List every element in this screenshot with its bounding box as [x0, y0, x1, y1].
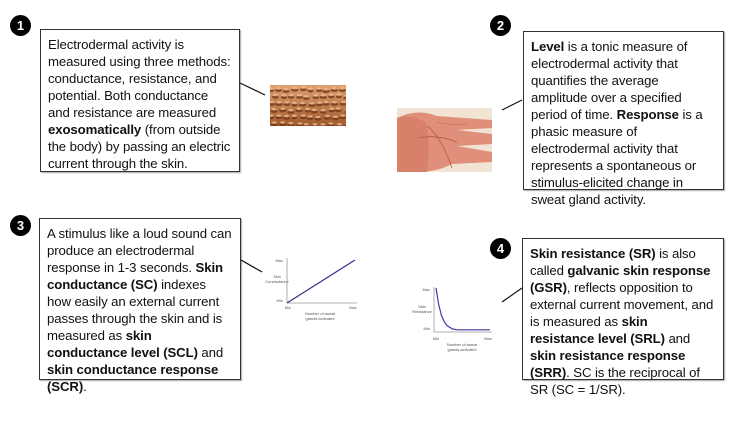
- y-axis-label-line1: Skin: [418, 304, 426, 309]
- bold-term: exosomatically: [48, 122, 142, 137]
- connector-line-1: [239, 82, 266, 96]
- hand-palm-image: [397, 108, 492, 172]
- x-tick-max: Max: [349, 305, 357, 310]
- y-tick-max: Max: [422, 287, 430, 292]
- connector-line-4: [501, 287, 523, 303]
- skin-conductance-chart: Max Min Skin Conductance Min Max Number …: [265, 258, 357, 321]
- y-tick-max: Max: [275, 258, 283, 263]
- body-text: is a tonic measure of electrodermal acti…: [531, 39, 688, 122]
- x-axis-label-line1: Number of sweat: [447, 342, 478, 347]
- skin-resistance-chart: Max Min Skin Resistance Min Max Number o…: [412, 287, 492, 352]
- bold-term: skin conductance level (SCL): [47, 328, 198, 360]
- body-text: , reflects opposition to external curren…: [530, 280, 714, 329]
- bold-term: Level: [531, 39, 565, 54]
- x-axis-label-line2: glands activated: [448, 347, 477, 352]
- info-box-skin-conductance: A stimulus like a loud sound can produce…: [39, 218, 241, 394]
- body-text: (from outside the body) by passing an el…: [48, 122, 231, 171]
- body-text: indexes how easily an external current p…: [47, 277, 223, 343]
- body-text: is a phasic measure of electrodermal act…: [531, 107, 703, 207]
- info-box-level-response: Level is a tonic measure of electroderma…: [523, 31, 724, 207]
- x-axis-label-line1: Number of sweat: [305, 311, 336, 316]
- body-text: is also called: [530, 246, 696, 278]
- x-axis-label-line2: glands activated: [306, 316, 335, 321]
- body-text: . SC is the reciprocal of SR (SC = 1/SR)…: [530, 365, 700, 397]
- bold-term: skin conductance response (SCR): [47, 362, 219, 394]
- y-tick-min: Min: [424, 326, 430, 331]
- body-text: .: [83, 379, 87, 394]
- connector-line-3: [240, 259, 263, 273]
- y-axis-label-line2: Conductance: [265, 279, 289, 284]
- x-tick-max: Max: [484, 336, 492, 341]
- body-text: Electrodermal activity is measured using…: [48, 37, 231, 120]
- y-axis-label-line1: Skin: [273, 274, 281, 279]
- bold-term: skin resistance response (SRR): [530, 348, 686, 380]
- body-text: and: [197, 345, 224, 360]
- bold-term: Response: [616, 107, 679, 122]
- y-axis-label-line2: Resistance: [412, 309, 433, 314]
- step-badge-2: 2: [490, 15, 511, 36]
- bold-term: skin resistance level (SRL): [530, 314, 665, 346]
- conductance-series-line: [286, 259, 356, 304]
- bold-term: Skin resistance (SR): [530, 246, 656, 261]
- x-tick-min: Min: [285, 305, 291, 310]
- info-box-skin-resistance: Skin resistance (SR) is also called galv…: [522, 238, 724, 397]
- step-badge-1: 1: [10, 15, 31, 36]
- bold-term: galvanic skin response (GSR): [530, 263, 711, 295]
- resistance-series-line: [435, 287, 490, 331]
- x-tick-min: Min: [433, 336, 439, 341]
- bold-term: Skin conductance (SC): [47, 260, 223, 292]
- body-text: A stimulus like a loud sound can produce…: [47, 226, 232, 275]
- step-badge-3: 3: [10, 215, 31, 236]
- body-text: and: [664, 331, 691, 346]
- skin-surface-image: [270, 85, 346, 126]
- connector-line-2: [501, 99, 523, 111]
- y-tick-min: Min: [277, 298, 283, 303]
- info-box-exosomatic: Electrodermal activity is measured using…: [40, 29, 240, 172]
- step-badge-4: 4: [490, 238, 511, 259]
